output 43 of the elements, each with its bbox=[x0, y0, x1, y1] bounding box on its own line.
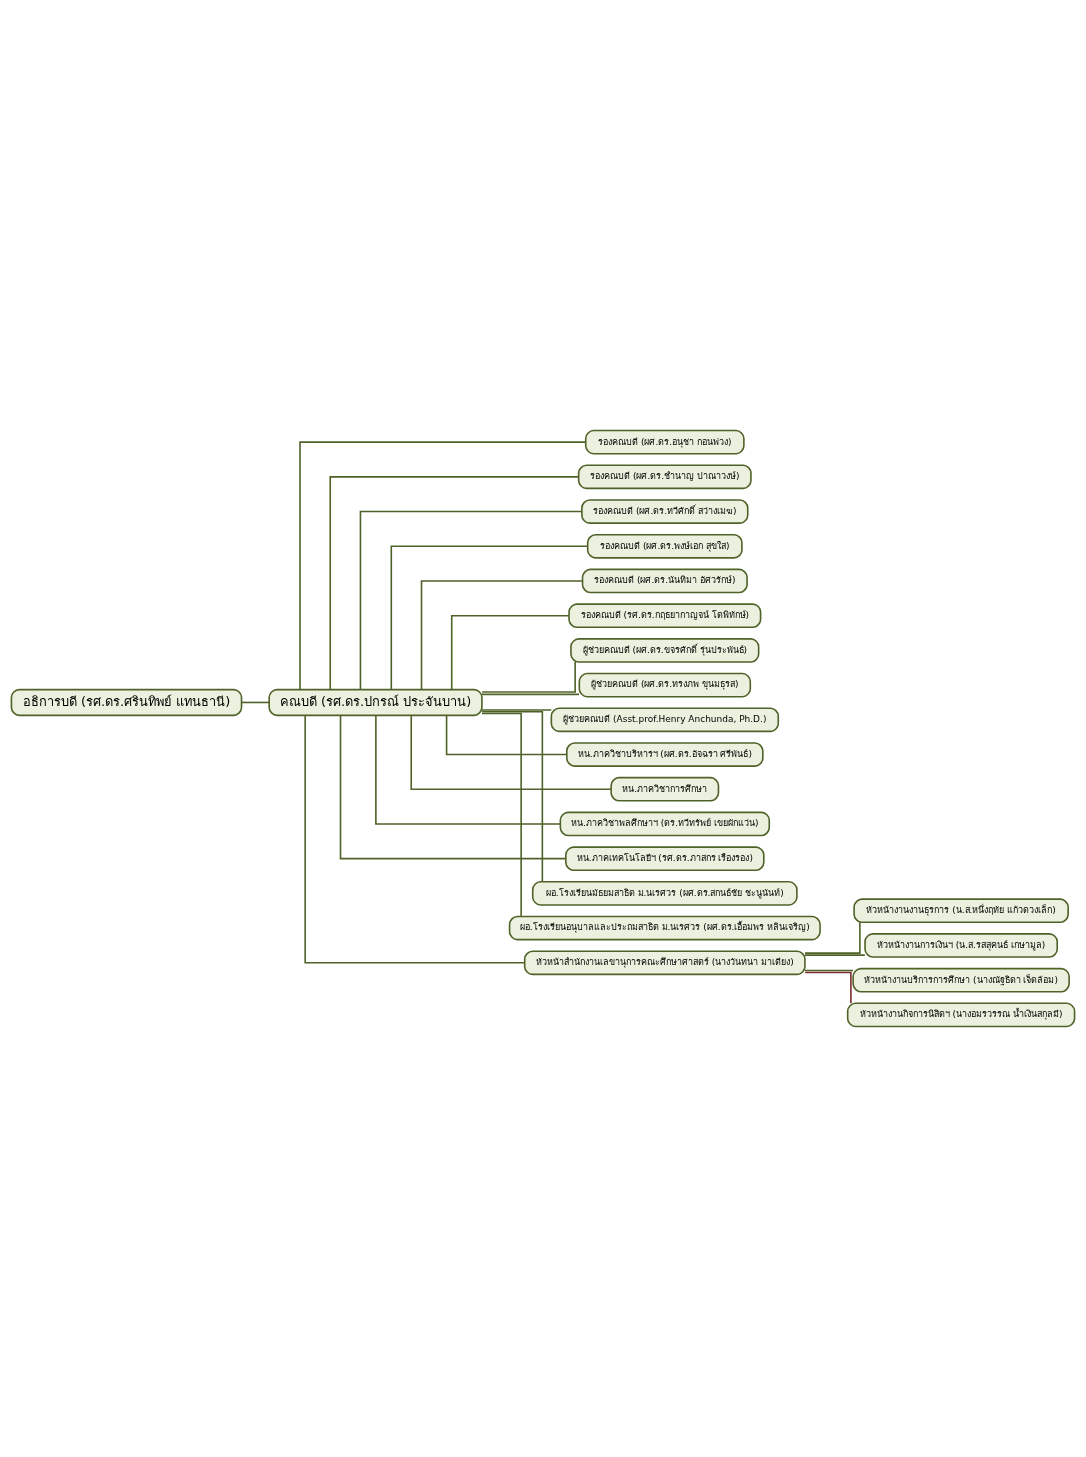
connector bbox=[410, 714, 612, 791]
node-box: อธิการบดี (รศ.ดร.ศรินทิพย์ แทนธานี) bbox=[10, 688, 243, 717]
connector bbox=[240, 701, 270, 704]
node-box: ผอ.โรงเรียนอนุบาลและประถมสาธิต ม.นเรศวร (ผศ.ดร.เอื้อมพร หลินเจริญ) bbox=[508, 915, 821, 941]
connector bbox=[329, 476, 580, 691]
node-box: หน.ภาคเทคโนโลยีฯ (รศ.ดร.ภาสกร เรืองรอง) bbox=[565, 846, 765, 872]
connector bbox=[390, 545, 589, 691]
connector bbox=[375, 714, 562, 825]
connector bbox=[359, 510, 583, 691]
node-box: หัวหน้างานการเงินฯ (น.ส.รสสุคนธ์ เกษามูล) bbox=[864, 933, 1059, 958]
connector bbox=[299, 441, 587, 691]
connector bbox=[804, 971, 852, 1005]
node-box: หัวหน้าสำนักงานเลขานุการคณะศึกษาศาสตร์ (นางวันทนา มาเตียง) bbox=[523, 950, 806, 976]
node-box: รองคณบดี (ผศ.ดร.อนุชา กอนพ่วง) bbox=[584, 429, 745, 455]
connector bbox=[445, 714, 568, 756]
node-box: รองคณบดี (ผศ.ดร.ทวีศักดิ์ สว่างเมฆ) bbox=[581, 499, 749, 524]
connector bbox=[481, 709, 553, 711]
node-box: หน.ภาควิชาการศึกษา bbox=[610, 776, 720, 802]
connector bbox=[450, 614, 570, 691]
node-box: หัวหน้างานกิจการนิสิตฯ (นางอมรวรรณ น้ำเงินสกุลมี) bbox=[846, 1002, 1076, 1028]
node-box: คณบดี (รศ.ดร.ปกรณ์ ประจันบาน) bbox=[268, 688, 483, 717]
connector bbox=[420, 580, 584, 691]
connector bbox=[804, 921, 861, 954]
node-box: ผู้ช่วยคณบดี (ผศ.ดร.ทรงภพ ขุนมธุรส) bbox=[578, 672, 752, 698]
connector bbox=[481, 712, 522, 918]
connector bbox=[481, 661, 576, 693]
node-box: ผอ.โรงเรียนมัธยมสาธิต ม.นเรศวร (ผศ.ดร.สกนธ์ชัย ชะนูนันท์) bbox=[531, 881, 798, 906]
connector bbox=[481, 711, 544, 883]
node-box: รองคณบดี (ผศ.ดร.ชำนาญ ปาณาวงษ์) bbox=[577, 464, 752, 490]
connector bbox=[481, 693, 580, 696]
node-box: หน.ภาควิชาบริหารฯ (ผศ.ดร.อัจฉรา ศรีพันธ์) bbox=[565, 742, 764, 767]
node-box: หัวหน้างานบริการการศึกษา (นางณัฐธิดา เจ็ดล้อม) bbox=[852, 967, 1070, 993]
node-box: รองคณบดี (รศ.ดร.กฤธยากาญจน์ โตพิทักษ์) bbox=[568, 603, 762, 629]
node-box: รองคณบดี (ผศ.ดร.พงษ์เอก สุขใส) bbox=[586, 533, 743, 559]
node-box: ผู้ช่วยคณบดี (Asst.prof.Henry Anchunda, Ph.D.) bbox=[550, 707, 780, 733]
connector bbox=[804, 969, 854, 972]
connector bbox=[339, 714, 567, 860]
node-box: ผู้ช่วยคณบดี (ผศ.ดร.ขจรศักดิ์ รุ่นประพันธ์) bbox=[570, 638, 760, 663]
node-box: รองคณบดี (ผศ.ดร.นันทิมา อัศวรักษ์) bbox=[581, 568, 748, 594]
connector bbox=[804, 954, 866, 956]
node-box: หัวหน้างานงานธุรการ (น.ส.หนึ่งฤทัย แก้วดวงเล็ก) bbox=[853, 898, 1069, 924]
node-box: หน.ภาควิชาพลศึกษาฯ (ดร.ทวีทรัพย์ เขยผักแว่น) bbox=[559, 811, 771, 837]
connector bbox=[304, 714, 526, 964]
